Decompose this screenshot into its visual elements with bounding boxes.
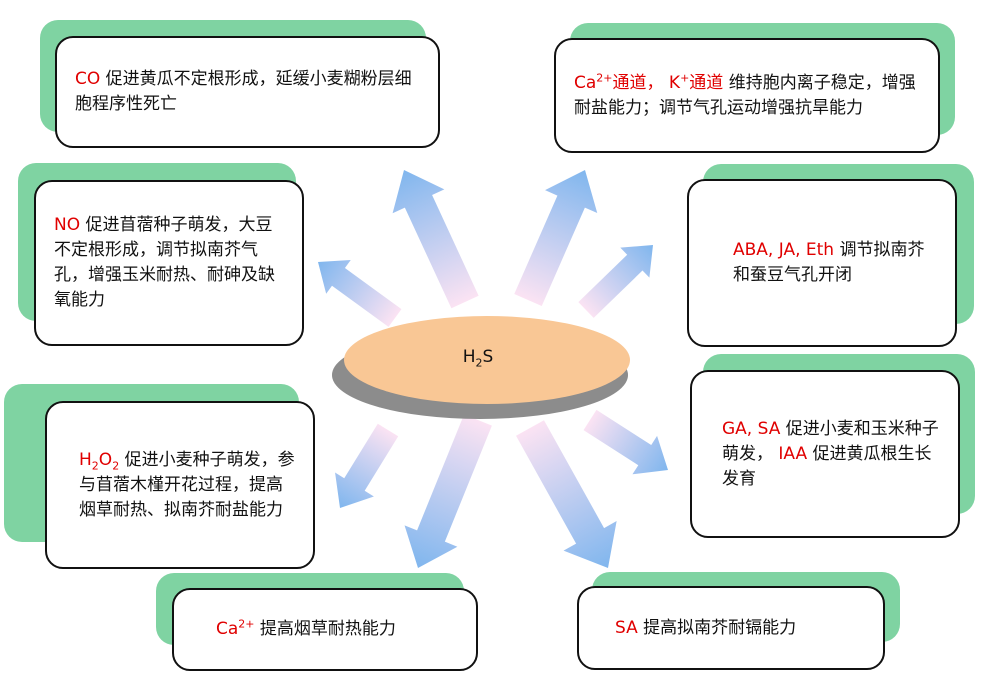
- desc-no: 促进苜蓿种子萌发，大豆不定根形成，调节拟南芥气孔，增强玉米耐热、耐砷及缺氧能力: [54, 215, 275, 310]
- card-h2o2: H2O2 促进小麦种子萌发，参与苜蓿木槿开花过程，提高烟草耐热、拟南芥耐盐能力: [45, 401, 315, 569]
- arrow-to-h2o2: [335, 423, 399, 508]
- arrow-to-ca: [404, 414, 492, 569]
- card-co: CO 促进黄瓜不定根形成，延缓小麦糊粉层细胞程序性死亡: [55, 36, 440, 148]
- term-ca: Ca2+: [216, 617, 255, 639]
- desc-ga-2: 促进黄瓜根生长发育: [722, 443, 932, 489]
- term-no: NO: [54, 215, 81, 235]
- card-aba: ABA, JA, Eth 调节拟南芥和蚕豆气孔开闭: [687, 179, 957, 347]
- arrow-to-aba: [578, 245, 653, 318]
- card-ga: GA, SA 促进小麦和玉米种子萌发， IAA 促进黄瓜根生长发育: [690, 370, 960, 538]
- arrow-to-ga: [583, 409, 669, 475]
- desc-ga-1: 促进小麦和玉米种子萌发，: [722, 418, 939, 464]
- term-h2o2: H2O2: [79, 449, 120, 472]
- term-ca-channel: Ca2+通道， K+通道: [574, 70, 724, 93]
- desc-ca: 提高烟草耐热能力: [259, 619, 396, 639]
- term-co: CO: [75, 69, 101, 89]
- card-ca-channels: Ca2+通道， K+通道 维持胞内离子稳定，增强耐盐能力；调节气孔运动增强抗旱能…: [554, 38, 940, 153]
- hub-ellipse: [344, 316, 630, 404]
- card-ca: Ca2+ 提高烟草耐热能力: [172, 588, 478, 671]
- card-sa: SA 提高拟南芥耐镉能力: [577, 586, 885, 670]
- desc-aba: 调节拟南芥和蚕豆气孔开闭: [733, 240, 925, 285]
- term-aba: ABA, JA, Eth: [733, 240, 835, 260]
- desc-sa: 提高拟南芥耐镉能力: [643, 617, 797, 638]
- desc-co: 促进黄瓜不定根形成，延缓小麦糊粉层细胞程序性死亡: [75, 69, 412, 114]
- desc-h2o2: 促进小麦种子萌发，参与苜蓿木槿开花过程，提高烟草耐热、拟南芥耐盐能力: [79, 449, 295, 520]
- arrow-to-no: [317, 259, 402, 327]
- hub-label-h2s: H2S: [462, 347, 494, 370]
- arrow-to-ca-channels: [514, 170, 598, 307]
- desc-ca-channels: 维持胞内离子稳定，增强耐盐能力；调节气孔运动增强抗旱能力: [574, 72, 916, 118]
- term-sa: SA: [615, 617, 638, 638]
- arrow-to-sa: [516, 420, 617, 568]
- card-no: NO 促进苜蓿种子萌发，大豆不定根形成，调节拟南芥气孔，增强玉米耐热、耐砷及缺氧…: [34, 180, 304, 346]
- arrow-to-co: [392, 170, 479, 309]
- term-iaa: IAA: [778, 443, 808, 464]
- term-ga-sa: GA, SA: [722, 418, 781, 439]
